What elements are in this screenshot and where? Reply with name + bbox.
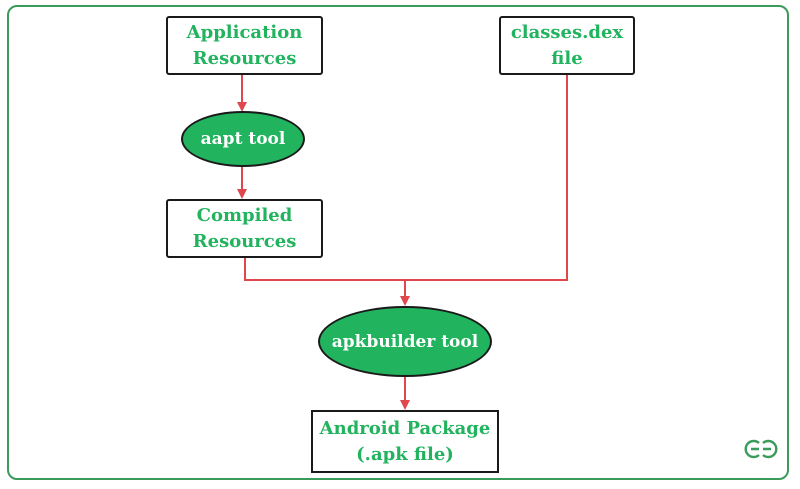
node-android-package-line1: Android Package: [319, 417, 491, 439]
node-application-resources-line1: Application: [186, 21, 303, 43]
geeksforgeeks-logo-icon: [736, 434, 786, 464]
node-compiled-resources-line1: Compiled: [196, 204, 293, 226]
diagram-frame: [7, 5, 789, 480]
node-classes-dex-file: classes.dex file: [499, 16, 635, 75]
node-compiled-resources-line2: Resources: [192, 230, 297, 252]
node-aapt-tool: aapt tool: [181, 111, 305, 167]
node-classes-dex-line1: classes.dex: [510, 21, 624, 43]
node-android-package-line2: (.apk file): [356, 443, 454, 465]
edge-compiled-to-merge: [244, 258, 405, 281]
edge-classes-dex-to-merge: [405, 75, 568, 281]
node-android-package: Android Package (.apk file): [311, 410, 499, 473]
node-application-resources-line2: Resources: [192, 47, 297, 69]
node-application-resources: Application Resources: [166, 16, 323, 75]
node-aapt-tool-label: aapt tool: [200, 129, 286, 149]
node-classes-dex-line2: file: [551, 47, 583, 69]
node-apkbuilder-tool: apkbuilder tool: [318, 306, 492, 377]
node-compiled-resources: Compiled Resources: [166, 199, 323, 258]
node-apkbuilder-tool-label: apkbuilder tool: [331, 331, 479, 352]
